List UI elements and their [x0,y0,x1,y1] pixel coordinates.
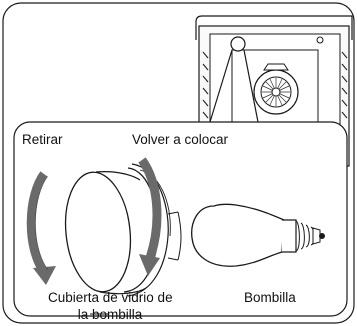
light-socket [230,36,246,52]
label-cover-line2: la bombilla [78,307,143,322]
remove-arrow [26,171,56,285]
callout-line-right [243,49,259,123]
label-replace: Volver a colocar [132,132,229,147]
callout-line-left [209,49,233,123]
label-bulb: Bombilla [244,290,296,305]
detail-panel [13,121,348,317]
label-remove: Retirar [22,132,63,147]
vent-right [341,51,348,119]
replace-arrow [138,157,162,276]
label-cover-line1: Cubierta de vidrio de [48,290,173,305]
vent-left [202,51,209,119]
bulb [191,203,325,267]
